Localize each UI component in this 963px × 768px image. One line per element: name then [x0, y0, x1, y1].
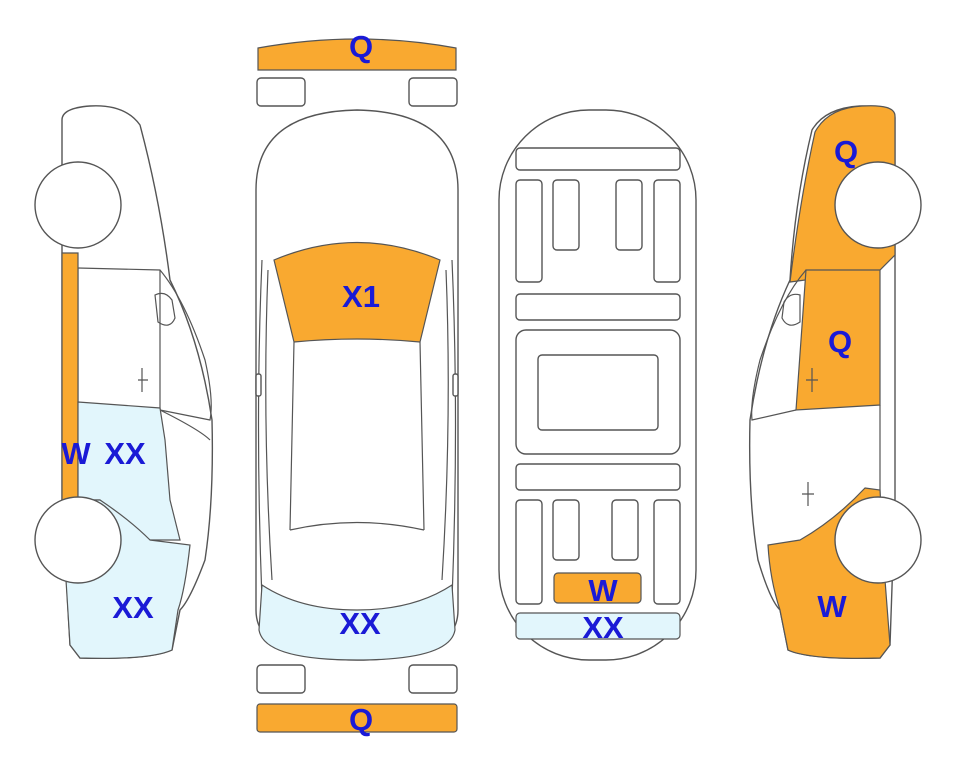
top-view-body	[255, 109, 459, 661]
underbody-floor-pan	[537, 354, 659, 431]
label-rear-bumper: Q	[349, 702, 373, 737]
underbody-front-left-inner	[552, 179, 580, 251]
top-view-car	[255, 109, 459, 661]
right-side-view	[748, 105, 922, 660]
front-right-headlight	[408, 77, 458, 107]
right-mirror	[452, 373, 459, 397]
underbody-rear-crossmember	[515, 463, 681, 491]
underbody-front-left-rail	[515, 179, 543, 283]
rear-bumper-group	[256, 664, 458, 733]
right-rear-wheel	[834, 496, 922, 584]
underbody-rear-panel-orange	[553, 572, 642, 604]
rear-bumper-panel	[256, 703, 458, 733]
underbody-mid-crossmember	[515, 293, 681, 321]
label-right-rear-quarter: W	[817, 589, 847, 624]
underbody-rear-panel-blue	[515, 612, 681, 640]
label-right-front-fender: Q	[834, 134, 858, 169]
label-right-front-door: Q	[828, 324, 852, 359]
top-view-side-left	[257, 259, 273, 601]
label-windshield: X1	[342, 279, 380, 314]
left-rear-wheel	[34, 496, 122, 584]
damage-labels: Q X1 XX Q W XX XX W XX Q Q W	[61, 29, 858, 737]
front-left-headlight	[256, 77, 306, 107]
underbody-rear-right-inner	[611, 499, 639, 561]
underbody-rear-left-inner	[552, 499, 580, 561]
underbody-rear-left-rail	[515, 499, 543, 605]
left-mirror-side	[154, 292, 176, 326]
label-left-side-xx: XX	[104, 436, 146, 471]
right-door-handle-front	[806, 368, 818, 392]
label-left-rear-quarter: XX	[112, 590, 154, 625]
underbody-front-right-rail	[653, 179, 681, 283]
windshield-panel	[273, 241, 441, 343]
underbody-front-crossmember	[515, 147, 681, 171]
underbody-rear-right-rail	[653, 499, 681, 605]
left-front-wheel	[34, 161, 122, 249]
label-underbody-w: W	[588, 573, 618, 608]
left-door-handle-front	[138, 368, 148, 392]
left-mirror	[255, 373, 262, 397]
front-bumper-panel	[257, 38, 457, 71]
top-view-side-right	[441, 259, 457, 601]
underbody-view	[498, 109, 697, 661]
label-left-side-w: W	[61, 436, 91, 471]
left-side-view	[34, 105, 214, 660]
right-mirror-side	[781, 293, 801, 326]
label-underbody-xx: XX	[582, 610, 624, 645]
underbody-front-right-inner	[615, 179, 643, 251]
front-bumper-group	[256, 38, 458, 107]
top-view-cabin	[289, 341, 425, 531]
right-door-handle-rear	[802, 482, 814, 506]
label-front-bumper: Q	[349, 29, 373, 64]
rear-left-taillight	[256, 664, 306, 694]
rear-right-taillight	[408, 664, 458, 694]
right-front-wheel	[834, 161, 922, 249]
rear-top-panel	[258, 583, 456, 661]
label-rear-top: XX	[339, 606, 381, 641]
left-side-window-line	[77, 267, 212, 421]
